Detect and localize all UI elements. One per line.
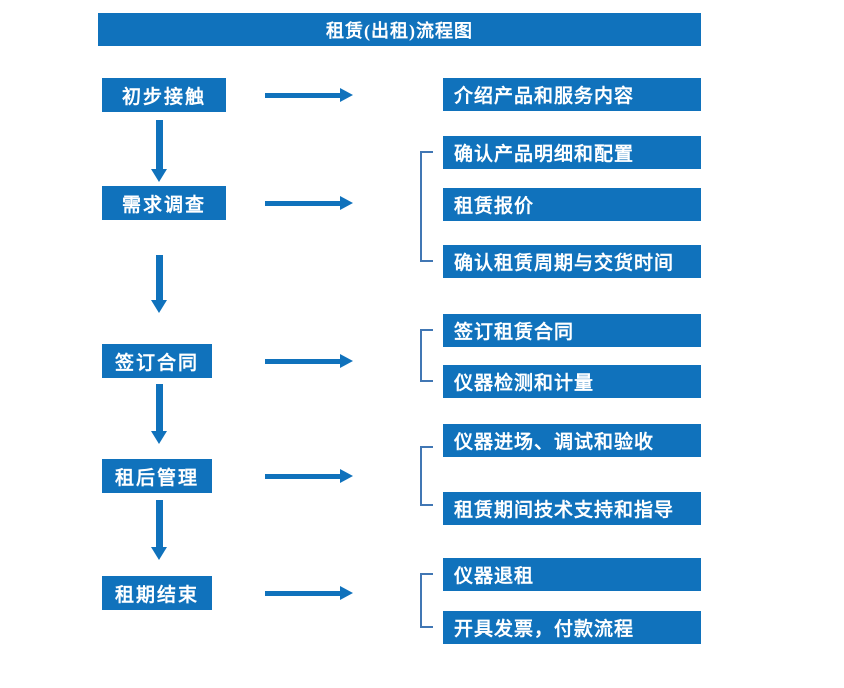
down-arrow-icon <box>151 384 168 444</box>
group-bracket <box>420 151 433 262</box>
output-invoice-payment: 开具发票，付款流程 <box>443 611 701 644</box>
down-arrow-icon <box>151 255 168 313</box>
output-tech-support: 租赁期间技术支持和指导 <box>443 492 701 525</box>
down-arrow-icon <box>151 500 168 560</box>
output-rental-quotation: 租赁报价 <box>443 188 701 221</box>
right-arrow-icon <box>265 196 353 211</box>
output-introduce-products: 介绍产品和服务内容 <box>443 78 701 111</box>
right-arrow-icon <box>265 88 353 103</box>
step-initial-contact: 初步接触 <box>102 78 226 112</box>
right-arrow-icon <box>265 586 353 601</box>
group-bracket <box>420 573 433 628</box>
step-rental-end: 租期结束 <box>102 576 212 610</box>
right-arrow-icon <box>265 354 353 369</box>
output-confirm-period-delivery: 确认租赁周期与交货时间 <box>443 245 701 278</box>
down-arrow-icon <box>151 120 168 182</box>
output-sign-rental-contract: 签订租赁合同 <box>443 314 701 347</box>
group-bracket <box>420 329 433 382</box>
diagram-title: 租赁(出租)流程图 <box>98 13 701 46</box>
step-post-rental-mgmt: 租后管理 <box>102 459 212 493</box>
right-arrow-icon <box>265 469 353 484</box>
step-demand-survey: 需求调查 <box>102 186 226 220</box>
group-bracket <box>420 446 433 506</box>
output-instrument-setup: 仪器进场、调试和验收 <box>443 424 701 457</box>
step-sign-contract: 签订合同 <box>102 344 212 378</box>
output-confirm-product-config: 确认产品明细和配置 <box>443 136 701 169</box>
output-instrument-inspection: 仪器检测和计量 <box>443 365 701 398</box>
output-instrument-return: 仪器退租 <box>443 558 701 591</box>
